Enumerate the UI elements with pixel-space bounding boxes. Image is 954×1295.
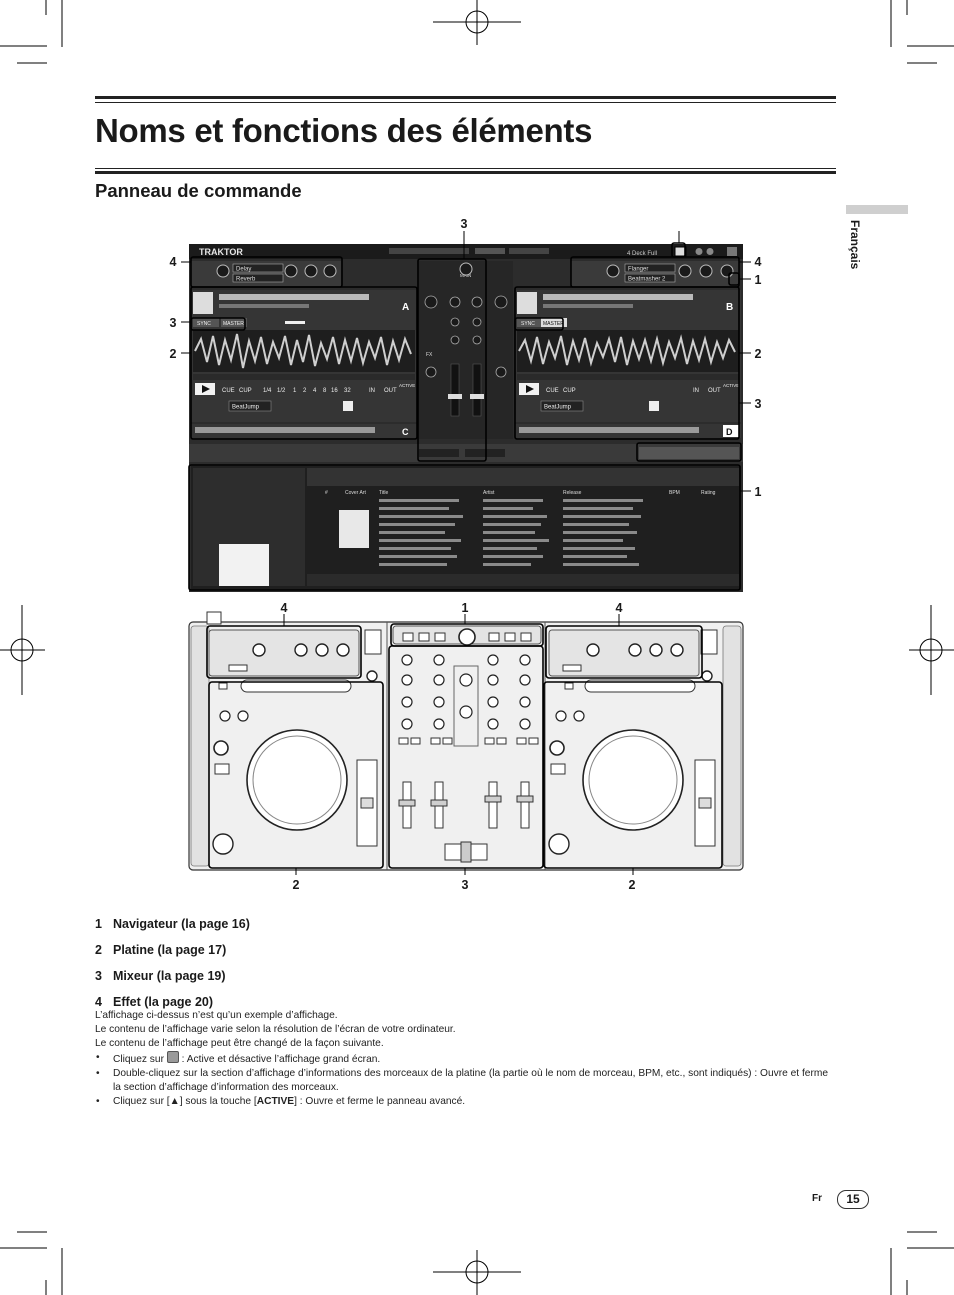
- browser-col-num[interactable]: #: [325, 490, 328, 496]
- app-name: TRAKTOR: [199, 247, 243, 257]
- page-number: 15: [837, 1190, 869, 1209]
- deck-a-beatjump[interactable]: BeatJump: [232, 405, 260, 411]
- callout-right-mixer: 3: [754, 397, 762, 411]
- deck-a-cup[interactable]: CUP: [239, 388, 252, 394]
- callout-hw-fx-right: 4: [615, 601, 623, 615]
- software-callout-boxes: [181, 231, 751, 591]
- callout-left-deck: 2: [169, 347, 177, 361]
- callout-browser: 1: [754, 485, 762, 499]
- callout-top-mixer: 3: [460, 217, 468, 231]
- language-label: Français: [848, 220, 862, 270]
- deck-a-out[interactable]: OUT: [384, 388, 397, 394]
- deck-d-letter: D: [726, 427, 733, 437]
- browser-col-rating[interactable]: Rating: [701, 490, 716, 496]
- deck-b-beatjump[interactable]: BeatJump: [544, 405, 572, 411]
- deck-a-loop-1[interactable]: 1/4: [263, 388, 272, 394]
- layout-select[interactable]: 4 Deck Full: [627, 251, 657, 257]
- page-title: Noms et fonctions des éléments: [95, 112, 593, 149]
- deck-b-master[interactable]: MASTER: [543, 321, 564, 327]
- deck-a-loop-7[interactable]: 16: [331, 388, 338, 394]
- callout-hw-fx-left: 4: [280, 601, 288, 615]
- fullscreen-toggle-icon[interactable]: [674, 246, 687, 257]
- deck-a-loop-5[interactable]: 4: [313, 388, 317, 394]
- browser-col-bpm[interactable]: BPM: [669, 490, 680, 496]
- language-tab: [846, 205, 908, 214]
- note-bullet-2: Double-cliquez sur la section d’affichag…: [95, 1067, 835, 1095]
- callout-right-nav: 1: [754, 273, 762, 287]
- section-title: Panneau de commande: [95, 180, 302, 201]
- callout-hw-deck-right: 2: [628, 878, 636, 892]
- deck-b-out[interactable]: OUT: [708, 388, 721, 394]
- callout-hw-browse: 1: [461, 601, 469, 615]
- note-3: Le contenu de l’affichage peut être chan…: [95, 1038, 384, 1049]
- deck-b-in[interactable]: IN: [693, 388, 699, 394]
- deck-a-letter: A: [402, 302, 409, 313]
- fx-b-slot-2[interactable]: Beatmasher 2: [628, 277, 666, 283]
- callout-right-fx: 4: [754, 255, 762, 269]
- callout-hw-deck-left: 2: [292, 878, 300, 892]
- deck-a-active[interactable]: ACTIVE: [399, 383, 415, 388]
- callout-hw-mixer: 3: [461, 878, 469, 892]
- browser-col-release[interactable]: Release: [563, 490, 582, 496]
- callout-left-fx: 4: [169, 255, 177, 269]
- note-bullet-1: Cliquez sur : Active et désactive l’affi…: [95, 1051, 835, 1067]
- deck-b-sync[interactable]: SYNC: [521, 321, 535, 327]
- deck-b-active[interactable]: ACTIVE: [723, 383, 739, 388]
- title-rule-bottom: [95, 171, 836, 174]
- deck-b-letter: B: [726, 302, 733, 313]
- deck-a-cue[interactable]: CUE: [222, 388, 235, 394]
- controller-illustration: [188, 611, 744, 875]
- note-1: L’affichage ci-dessus n’est qu’un exempl…: [95, 1010, 338, 1021]
- traktor-screenshot: TRAKTOR 4 Deck Full Delay Reverb Flanger…: [189, 244, 743, 592]
- deck-a-sync[interactable]: SYNC: [197, 321, 211, 327]
- fx-a-slot-1[interactable]: Delay: [236, 267, 251, 273]
- note-bullet-3: Cliquez sur [▲] sous la touche [ACTIVE] …: [95, 1095, 835, 1109]
- callout-right-deck: 2: [754, 347, 762, 361]
- deck-a-in[interactable]: IN: [369, 388, 375, 394]
- mixer-fx-label: FX: [426, 352, 433, 358]
- fullscreen-toggle-icon: [166, 1051, 179, 1063]
- browser-col-artist[interactable]: Artist: [483, 490, 495, 496]
- browser-col-cover[interactable]: Cover Art: [345, 490, 366, 496]
- footer-language: Fr: [812, 1193, 822, 1204]
- callout-left-sync: 3: [169, 316, 177, 330]
- fx-b-slot-1[interactable]: Flanger: [628, 267, 648, 273]
- deck-a-loop-3[interactable]: 1: [293, 388, 297, 394]
- mixer-main-label: MAIN: [460, 273, 471, 278]
- note-2: Le contenu de l’affichage varie selon la…: [95, 1024, 456, 1035]
- title-rule-top: [95, 96, 836, 99]
- deck-a-master[interactable]: MASTER: [223, 321, 244, 327]
- deck-c-letter: C: [402, 427, 409, 437]
- deck-a-loop-6[interactable]: 8: [323, 388, 327, 394]
- notes-block: L’affichage ci-dessus n’est qu’un exempl…: [95, 1009, 835, 1109]
- deck-b-cup[interactable]: CUP: [563, 388, 576, 394]
- deck-b-cue[interactable]: CUE: [546, 388, 559, 394]
- deck-a-loop-4[interactable]: 2: [303, 388, 307, 394]
- title-rule-top-thin: [95, 102, 836, 103]
- deck-a-loop-8[interactable]: 32: [344, 388, 351, 394]
- fx-a-slot-2[interactable]: Reverb: [236, 277, 256, 283]
- title-rule-bottom-thin: [95, 168, 836, 169]
- deck-a-loop-2[interactable]: 1/2: [277, 388, 286, 394]
- browser-col-title[interactable]: Title: [379, 490, 388, 496]
